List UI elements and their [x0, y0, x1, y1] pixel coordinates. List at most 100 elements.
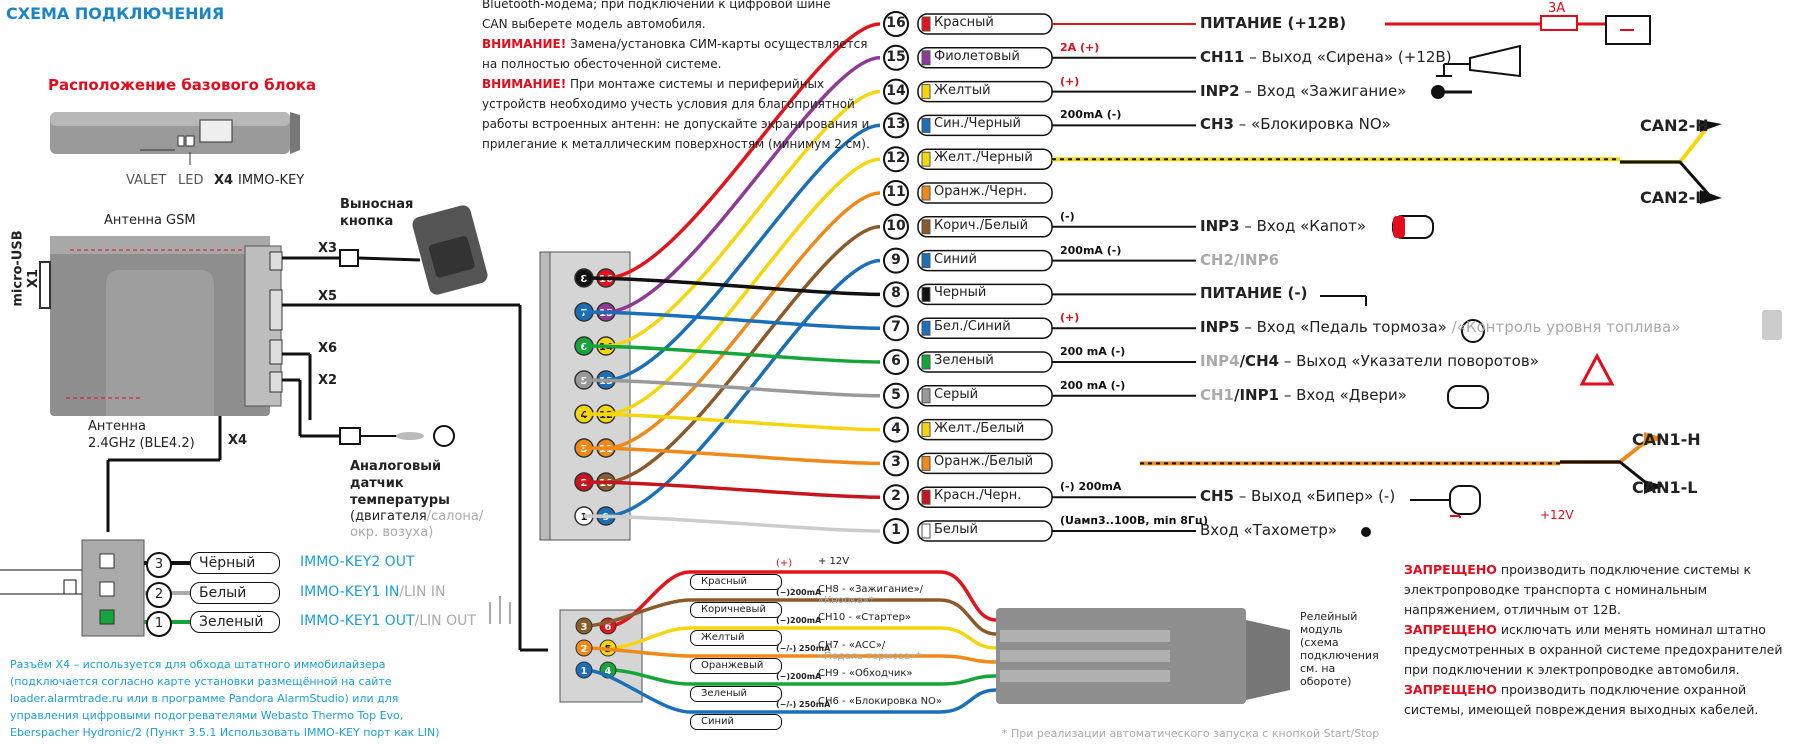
wire-number: 3	[891, 454, 901, 471]
can1l-label: CAN1-L	[1632, 478, 1698, 497]
x4-label: X4	[228, 433, 248, 448]
wire-color-name: Серый	[934, 386, 979, 402]
wire-current-tag: 200mA (-)	[1060, 108, 1122, 122]
relay-pin	[575, 617, 593, 635]
harness-wire-13	[605, 123, 881, 382]
wire-label-box	[917, 182, 1053, 204]
wire-number-circle	[883, 11, 909, 37]
siren-icon	[1436, 44, 1521, 78]
relay-wire-current: (−)200mA	[776, 588, 822, 597]
wire-number: 1	[891, 522, 901, 538]
x2-label: X2	[318, 373, 338, 388]
wire-color-name: Белый	[934, 522, 978, 537]
wire-color-swatch	[921, 16, 931, 32]
base-unit-title: Расположение базового блока	[48, 76, 317, 94]
wire-color-name: Желт./Белый	[934, 420, 1025, 436]
car-door-icon	[1447, 385, 1489, 409]
base-unit-side-view	[50, 112, 300, 165]
wire-number: 5	[891, 386, 901, 403]
base-unit-main	[39, 236, 283, 416]
wire-number-circle	[883, 78, 909, 105]
wire-number-circle	[883, 180, 909, 206]
wire-number: 10	[886, 217, 906, 234]
immo-key-label: IMMO-KEY	[238, 173, 305, 188]
relay-wire-4	[607, 668, 997, 686]
wire-color-name: Оранж./Черн.	[934, 184, 1027, 199]
wire-color-name: Фиолетовый	[934, 48, 1020, 64]
wire-number-circle	[883, 247, 909, 274]
x1-label: X1	[26, 268, 42, 289]
wire-function: CH1/INP1 – Вход «Двери»	[1200, 385, 1407, 404]
tacho-icon	[1361, 527, 1371, 537]
relay-pin	[575, 661, 593, 679]
wire-current-tag: (Uамп3..100В, min 8Гц)	[1060, 514, 1209, 527]
relay-wire-current: (−)200mA	[776, 616, 822, 625]
wire-color-name: Красный	[934, 15, 994, 30]
wire-color-name: Син./Черный	[934, 116, 1021, 132]
wire-color-swatch	[921, 422, 931, 438]
wire-number: 7	[891, 319, 901, 336]
harness-wire-8	[583, 276, 881, 297]
relay-wire-1	[583, 668, 997, 714]
harness-wire-5	[583, 378, 881, 398]
relay-wire-current: (−)200mA	[776, 672, 822, 681]
harness-wire-3	[583, 446, 881, 466]
footnote: * При реализации автоматического запуска…	[1002, 727, 1380, 740]
antenna-ble-label: Антенна 2.4GHz (BLE4.2)	[88, 419, 195, 451]
harness-wire-6	[583, 344, 881, 364]
wire-color-swatch	[921, 354, 931, 370]
wire-number-circle	[883, 44, 909, 71]
wire-color-swatch	[921, 388, 931, 404]
wire-number: 4	[891, 420, 901, 437]
wire-number: 13	[886, 116, 906, 133]
wire-current-tag: 200mA (-)	[1060, 243, 1122, 257]
prohibit-3: ЗАПРЕЩЕНО производить подключение охранн…	[1404, 682, 1759, 717]
wire-number: 12	[886, 150, 906, 167]
wire-number: 2	[891, 488, 901, 505]
immo-wire-color: Чёрный	[190, 552, 280, 574]
immo-wire-number: 2	[146, 582, 172, 608]
brake-pedal-icon	[1461, 319, 1485, 343]
wire-color-swatch	[921, 286, 931, 302]
can1-wires	[1560, 432, 1664, 494]
relay-pin-number: 1	[581, 666, 588, 677]
relay-wire-function: + 12V	[818, 556, 850, 567]
harness-wire-4	[583, 412, 881, 432]
relay-wire-function: CH7 - «АСС»/«Педаль тормоза»*	[818, 640, 921, 662]
immo-wire-color: Белый	[190, 582, 280, 604]
wire-number: 11	[886, 184, 906, 200]
wire-number: 16	[886, 15, 906, 31]
wire-color-name: Желт./Черный	[934, 150, 1033, 166]
wire-function: INP4/CH4 – Выход «Указатели поворотов»	[1200, 352, 1539, 370]
wire-color-name: Бел./Синий	[934, 319, 1011, 335]
wire-color-name: Красн./Черн.	[934, 488, 1022, 504]
remote-button-icon	[412, 205, 488, 295]
wire-number: 8	[891, 285, 901, 302]
wire-color-name: Оранж./Белый	[934, 454, 1034, 470]
relay-wire-current: (−/-) 250mA	[776, 644, 831, 653]
harness-wire-1	[583, 514, 881, 533]
wire-current-tag: 200 mA (-)	[1060, 345, 1126, 358]
wire-number-circle	[883, 112, 909, 139]
wire-function: Вход «Тахометр»	[1200, 521, 1338, 539]
valet-label: VALET	[126, 173, 167, 188]
relay-pin-number: 4	[605, 666, 612, 677]
wire-number: 14	[886, 82, 906, 99]
wire-number: 6	[891, 353, 901, 369]
can1h-label: CAN1-H	[1632, 430, 1701, 449]
can2h-label: CAN2-H	[1640, 116, 1709, 135]
relay-module-label: Релейный модуль (схема подключения см. н…	[1300, 610, 1379, 688]
relay-pin-number: 3	[581, 622, 588, 633]
wire-number-circle	[883, 450, 909, 477]
x4-note: Разъём Х4 – используется для обхода штат…	[10, 658, 440, 739]
wire-function: INP2 – Вход «Зажигание»	[1200, 81, 1407, 100]
relay-module-icon	[996, 608, 1290, 704]
relay-wire-color: Коричневый	[690, 602, 782, 618]
wire-color-swatch	[921, 117, 931, 133]
wire-color-name: Синий	[934, 251, 977, 267]
relay-wire-function: CH6 - «Блокировка NO»	[818, 696, 943, 707]
x4-label-top: X4	[214, 173, 234, 188]
wire-function: ПИТАНИЕ (+12В)	[1200, 14, 1347, 32]
prohibit-1: ЗАПРЕЩЕНО производить подключение систем…	[1404, 562, 1752, 617]
